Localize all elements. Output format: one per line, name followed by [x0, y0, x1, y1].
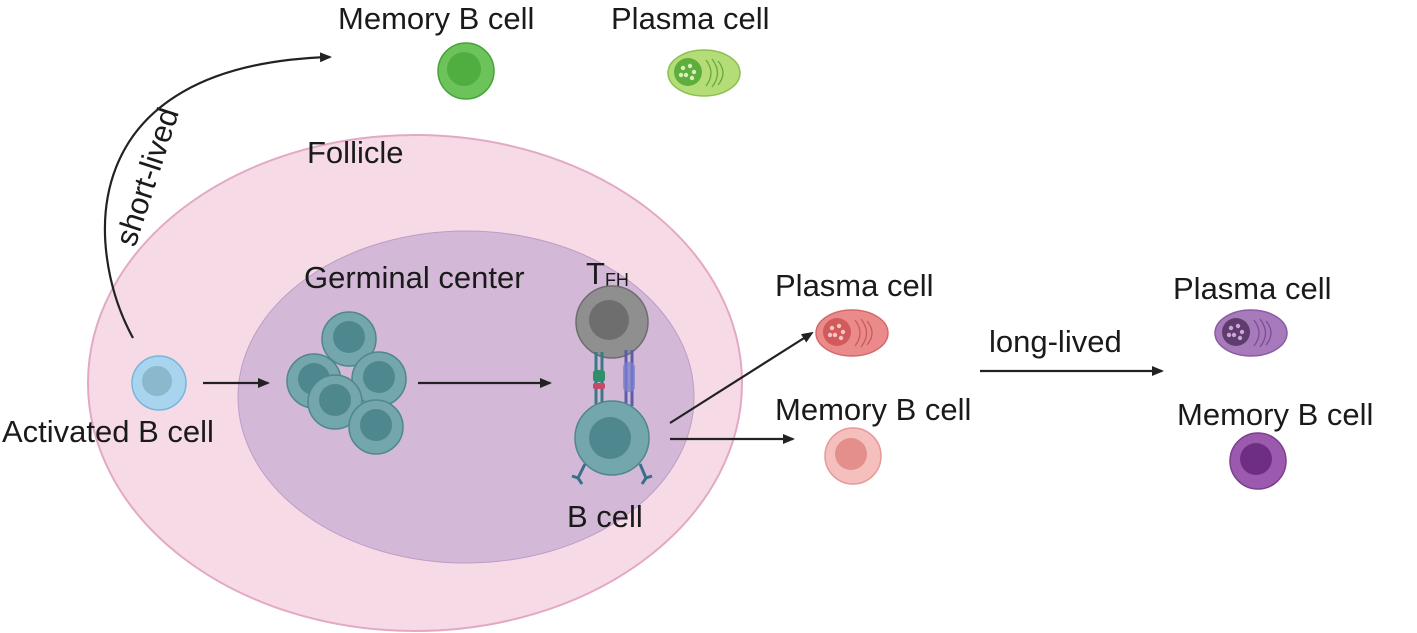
plasma-cell-right [1214, 309, 1288, 357]
memory-b-cell-top [437, 42, 495, 100]
long-lived-label: long-lived [989, 324, 1122, 359]
b-cell-label: B cell [567, 499, 643, 534]
plasma-cell-top [667, 49, 741, 97]
germinal-center-label: Germinal center [304, 260, 525, 295]
short-lived-arrow [103, 52, 332, 339]
memory-b-cell-right [1229, 432, 1287, 490]
memory-b-cell-mid-label: Memory B cell [775, 392, 971, 427]
plasma-cell-mid-label: Plasma cell [775, 268, 934, 303]
tfh-main: T [586, 256, 605, 291]
activated-b-cell-label: Activated B cell [2, 414, 214, 449]
tfh-cell [575, 285, 649, 359]
gc-b-cell-cluster [286, 311, 407, 455]
tcr-bcr-receptor-complex [593, 350, 635, 406]
memory-b-cell-top-label: Memory B cell [338, 1, 534, 36]
memory-b-cell-mid [824, 427, 882, 485]
memory-b-cell-right-label: Memory B cell [1177, 397, 1373, 432]
plasma-cell-right-label: Plasma cell [1173, 271, 1332, 306]
plasma-cell-top-label: Plasma cell [611, 1, 770, 36]
follicle-label: Follicle [307, 135, 403, 170]
activated-b-cell [131, 355, 187, 411]
plasma-cell-mid [815, 309, 889, 357]
tfh-label: TFH [586, 256, 629, 291]
tfh-subscript: FH [605, 270, 629, 290]
gc-b-cell [571, 400, 653, 485]
arrow-bcell-to-plasma [669, 331, 814, 424]
